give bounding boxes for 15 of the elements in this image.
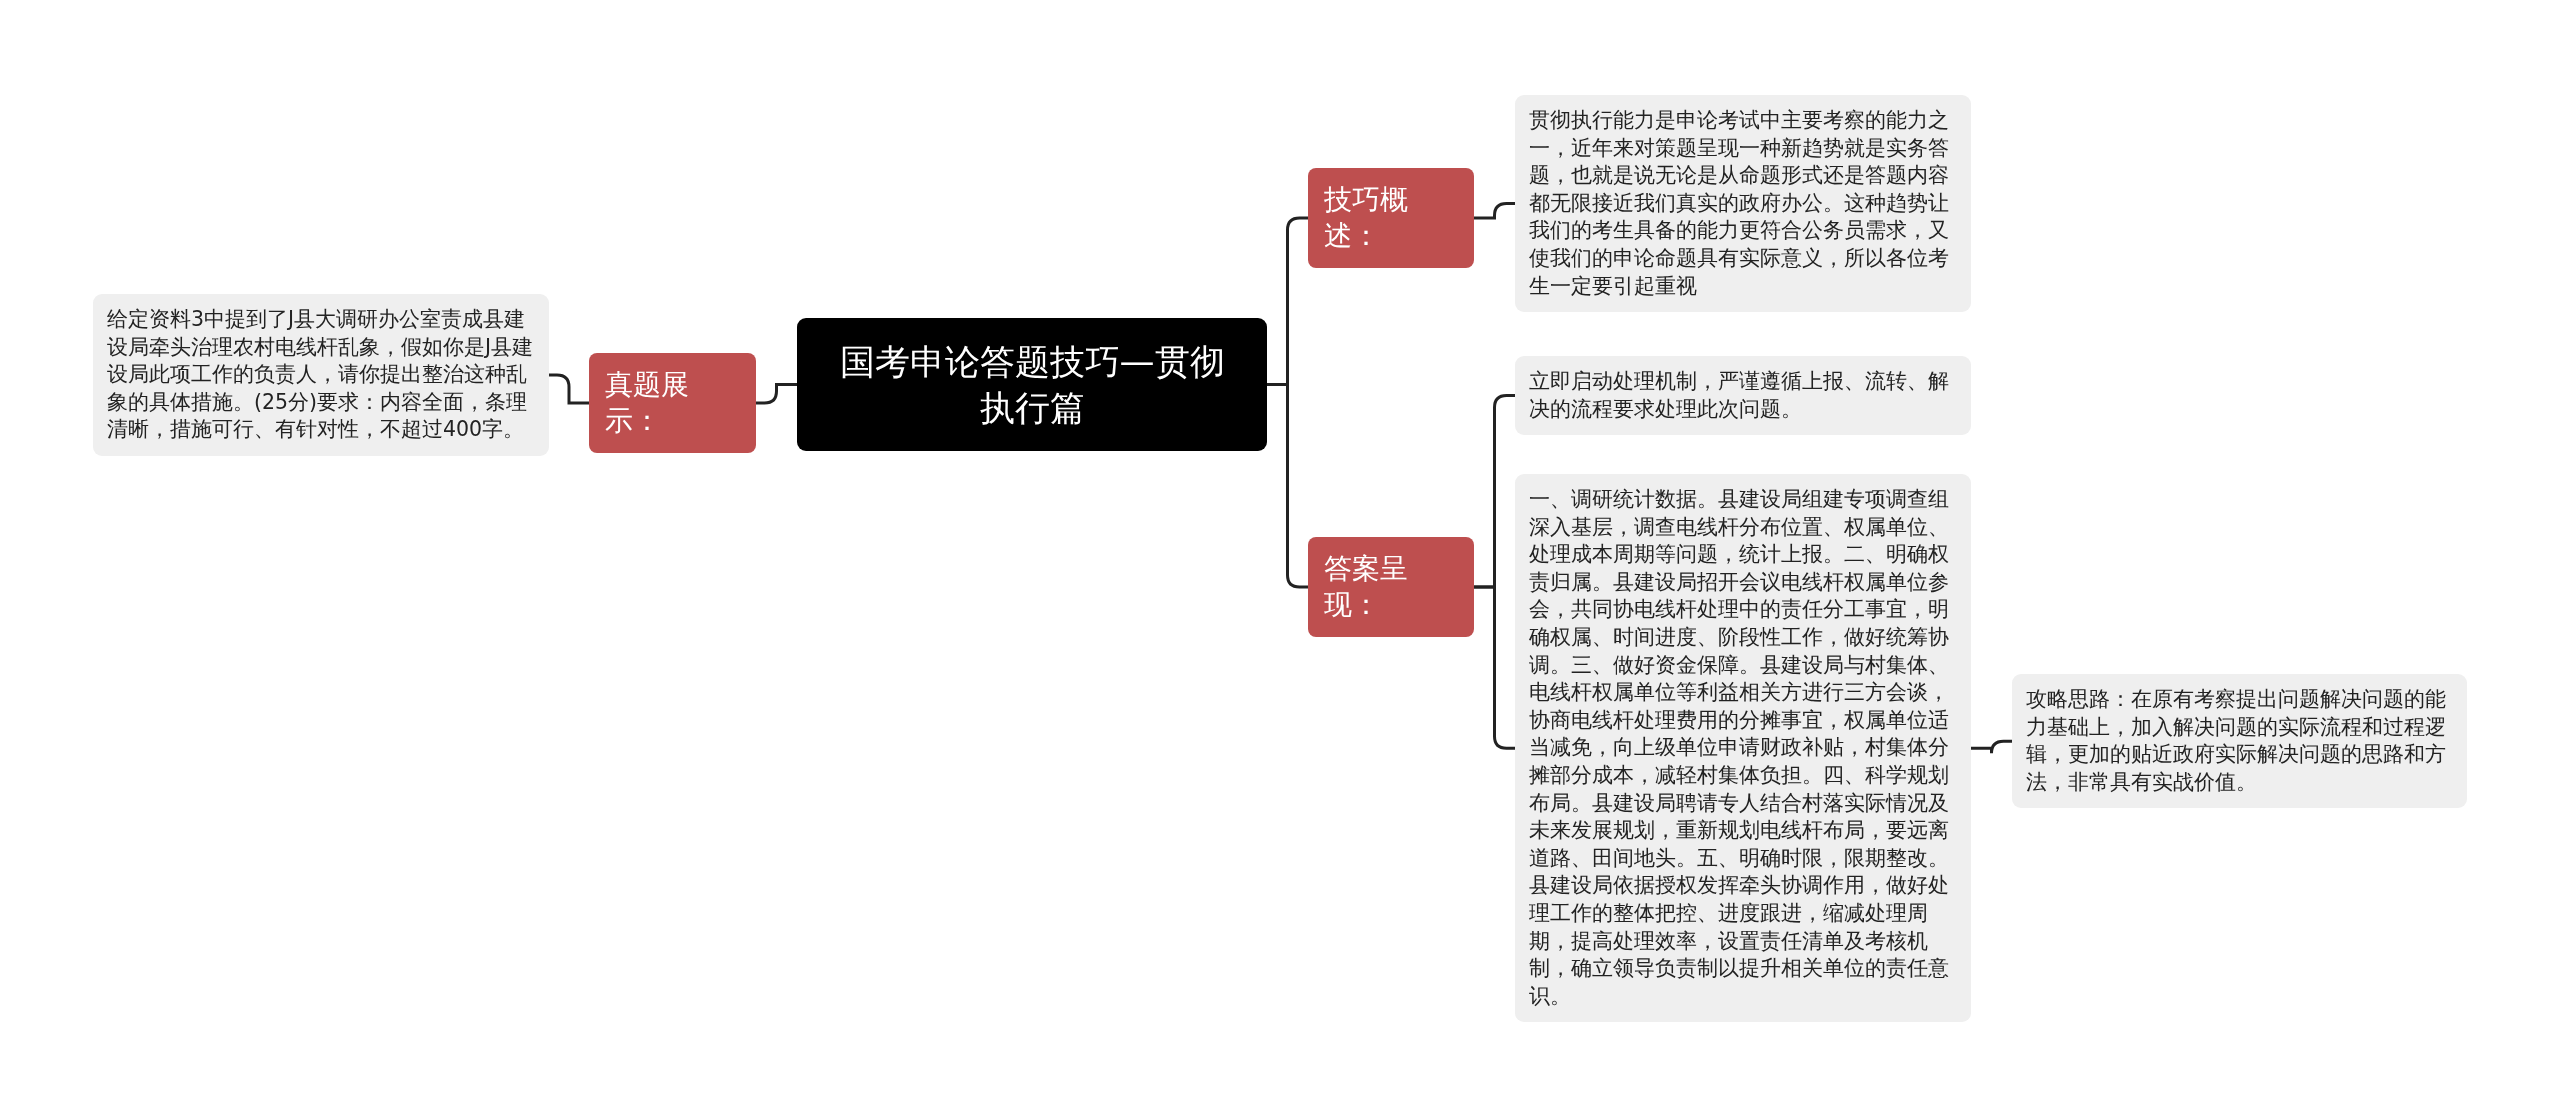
text-card: 一、调研统计数据。县建设局组建专项调查组深入基层，调查电线杆分布位置、权属单位、处理成本周期等问题，统计上报。二、明确权责归属。县建设局招开会议电线杆权属单位参会，共同协电线杆处理中的责任分工事宜，明确权属、时间进度、阶段性工作，做好统筹协调。三、做好资金保障。县建设局与村集体、电线杆权属单位等利益相关方进行三方会谈，协商电线杆处理费用的分摊事宜，权属单位适当减免，向上级单位申请财政补贴，村集体分摊部分成本，减轻村集体负担。四、科学规划布局。县建设局聘请专人结合村落实际情况及未来发展规划，重新规划电线杆布局，要远离道路、田间地头。五、明确时限，限期整改。县建设局依据授权发挥牵头协调作用，做好处理工作的整体把控、进度跟进，缩减处理周期，提高处理效率，设置责任清单及考核机制，确立领导负责制以提升相关单位的责任意识。 [1515, 474, 1971, 1023]
branch-box: 技巧概述： [1308, 168, 1474, 268]
text-card: 贯彻执行能力是申论考试中主要考察的能力之一，近年来对策题呈现一种新趋势就是实务答题，也就是说无论是从命题形式还是答题内容都无限接近我们真实的政府办公。这种趋势让我们的考生具备的能力更符合公务员需求，又使我们的申论命题具有实际意义，所以各位考生一定要引起重视 [1515, 95, 1971, 313]
connector-line [1474, 202, 1515, 220]
connector-line [1474, 585, 1515, 750]
connector-line [1971, 739, 2012, 755]
branch-box: 真题展示： [589, 353, 756, 453]
text-card: 给定资料3中提到了J县大调研办公室责成县建设局牵头治理农村电线杆乱象，假如你是J县建设局此项工作的负责人，请你提出整治这种乱象的具体措施。(25分)要求：内容全面，条理清晰，措施可行、有针对性，不超过400字。 [93, 294, 549, 456]
topic-box: 国考申论答题技巧—贯彻执行篇 [797, 318, 1267, 451]
branch-box: 答案呈现： [1308, 537, 1474, 637]
text-card: 立即启动处理机制，严谨遵循上报、流转、解决的流程要求处理此次问题。 [1515, 356, 1971, 436]
connector-line [756, 383, 797, 405]
connector-line [549, 373, 589, 405]
text-card: 攻略思路：在原有考察提出问题解决问题的能力基础上，加入解决问题的实际流程和过程逻辑，更加的贴近政府实际解决问题的思路和方法，非常具有实战价值。 [2012, 674, 2467, 809]
connector-line [1267, 383, 1308, 589]
